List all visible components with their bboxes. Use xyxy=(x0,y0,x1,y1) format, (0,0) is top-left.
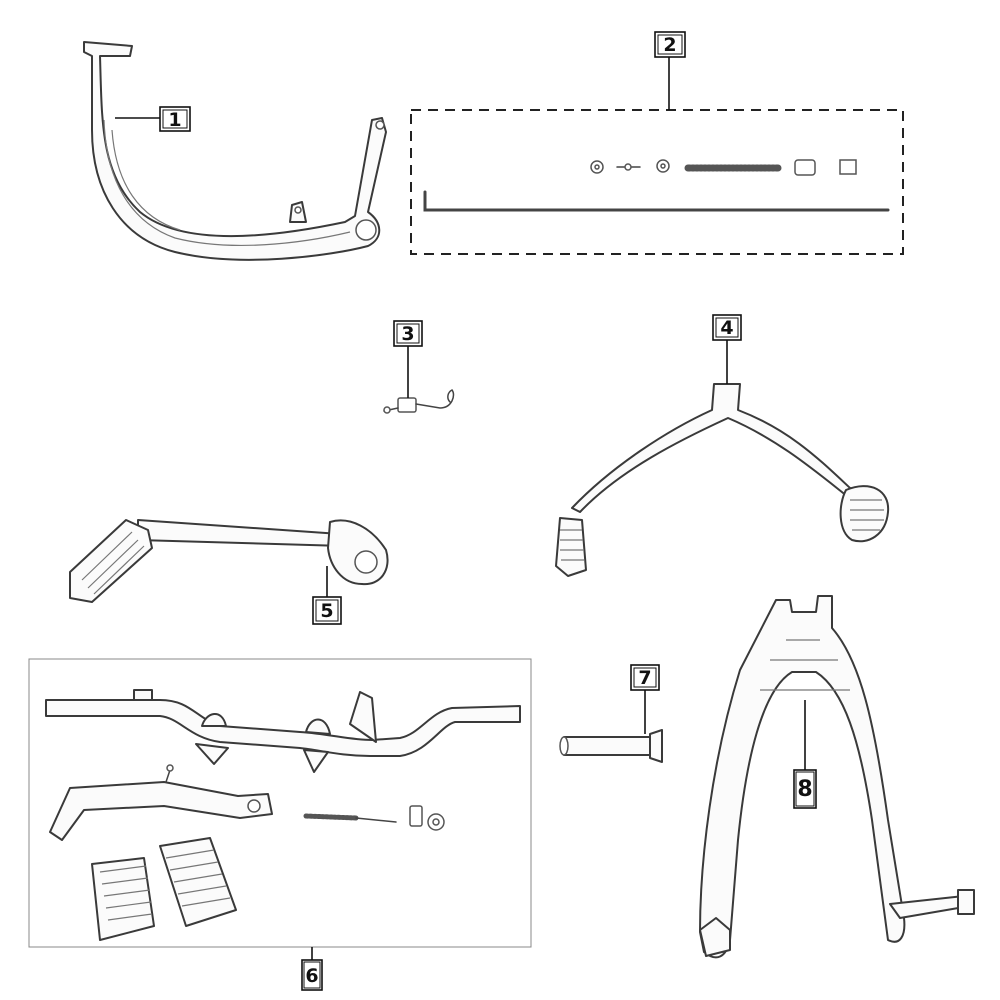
callout-4-label: 4 xyxy=(720,317,733,339)
part-1-brake-pedal xyxy=(83,41,387,261)
callout-2: 2 xyxy=(654,31,686,58)
callout-1-label: 1 xyxy=(168,109,181,131)
callout-3-label: 3 xyxy=(401,323,414,345)
callout-8: 8 xyxy=(793,769,817,809)
callout-6-label: 6 xyxy=(305,965,318,987)
callout-5-label: 5 xyxy=(320,600,333,622)
part-2-group-outline xyxy=(410,109,904,255)
callout-5: 5 xyxy=(312,596,342,625)
callout-7-label: 7 xyxy=(638,667,651,689)
part-6-stand-assembly-set xyxy=(28,658,532,948)
callout-7: 7 xyxy=(630,664,660,691)
callout-3: 3 xyxy=(393,320,423,347)
callout-4: 4 xyxy=(712,314,742,341)
callout-1: 1 xyxy=(159,106,191,132)
callout-6: 6 xyxy=(301,959,323,991)
part-7-pin xyxy=(559,729,663,763)
callout-2-label: 2 xyxy=(663,34,676,56)
part-6-group-outline xyxy=(28,658,532,948)
part-2-brake-rod-kit xyxy=(410,109,904,255)
callout-8-label: 8 xyxy=(797,777,812,802)
part-3-spring-clip xyxy=(383,389,455,414)
part-5-kick-start-lever xyxy=(69,519,389,603)
part-4-gear-lever xyxy=(555,383,890,577)
part-8-main-stand xyxy=(699,595,975,959)
